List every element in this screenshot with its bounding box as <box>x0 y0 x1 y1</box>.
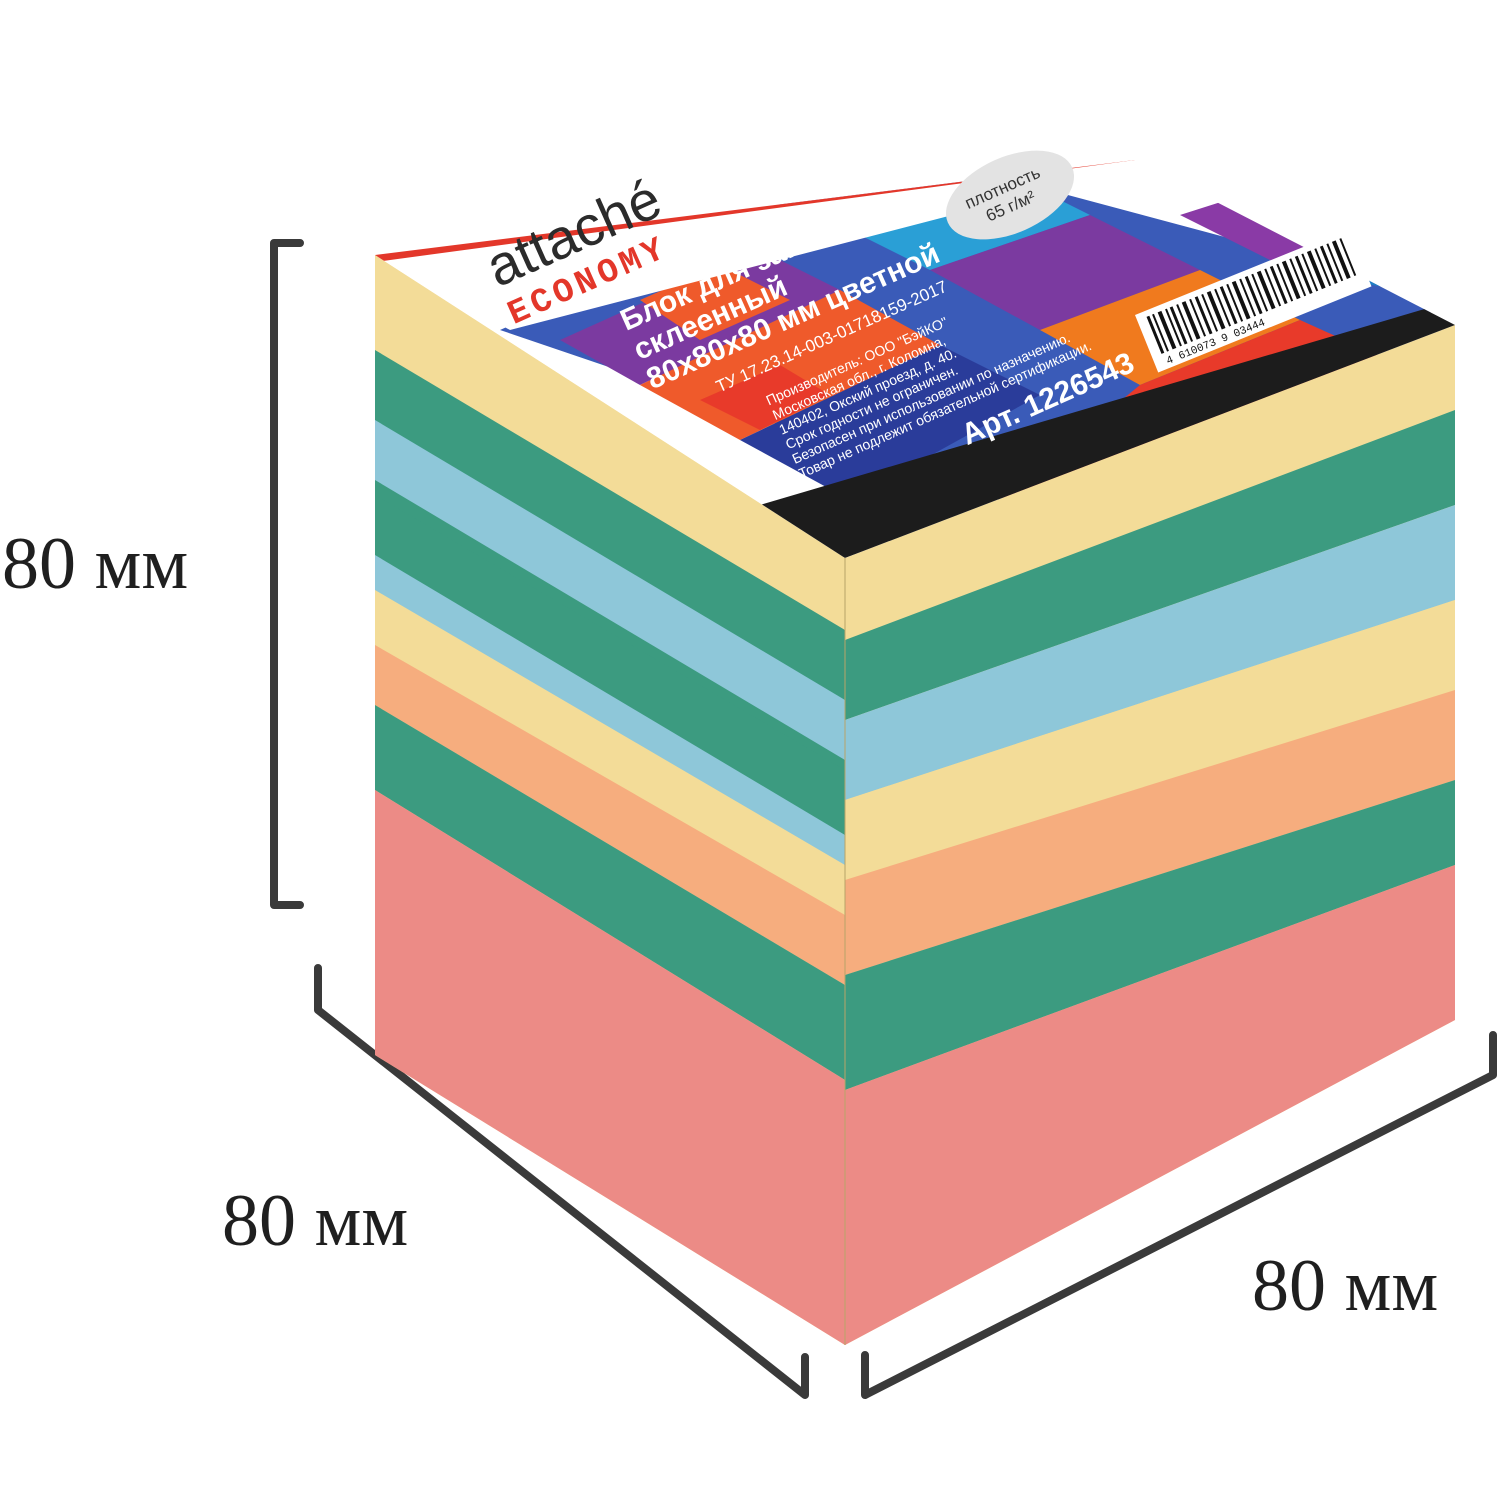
depth-dimension-label: 80 мм <box>222 1180 408 1262</box>
barcode: 4 610073 9 03444 <box>1135 228 1372 373</box>
height-bracket <box>270 239 304 909</box>
cube-left-face <box>375 255 845 1345</box>
density-badge: плотность 65 г/м² <box>945 150 1075 240</box>
depth-bracket <box>314 964 809 1399</box>
height-dimension-label: 80 мм <box>2 523 188 605</box>
width-dimension-label: 80 мм <box>1252 1245 1438 1327</box>
width-bracket <box>861 1031 1497 1399</box>
